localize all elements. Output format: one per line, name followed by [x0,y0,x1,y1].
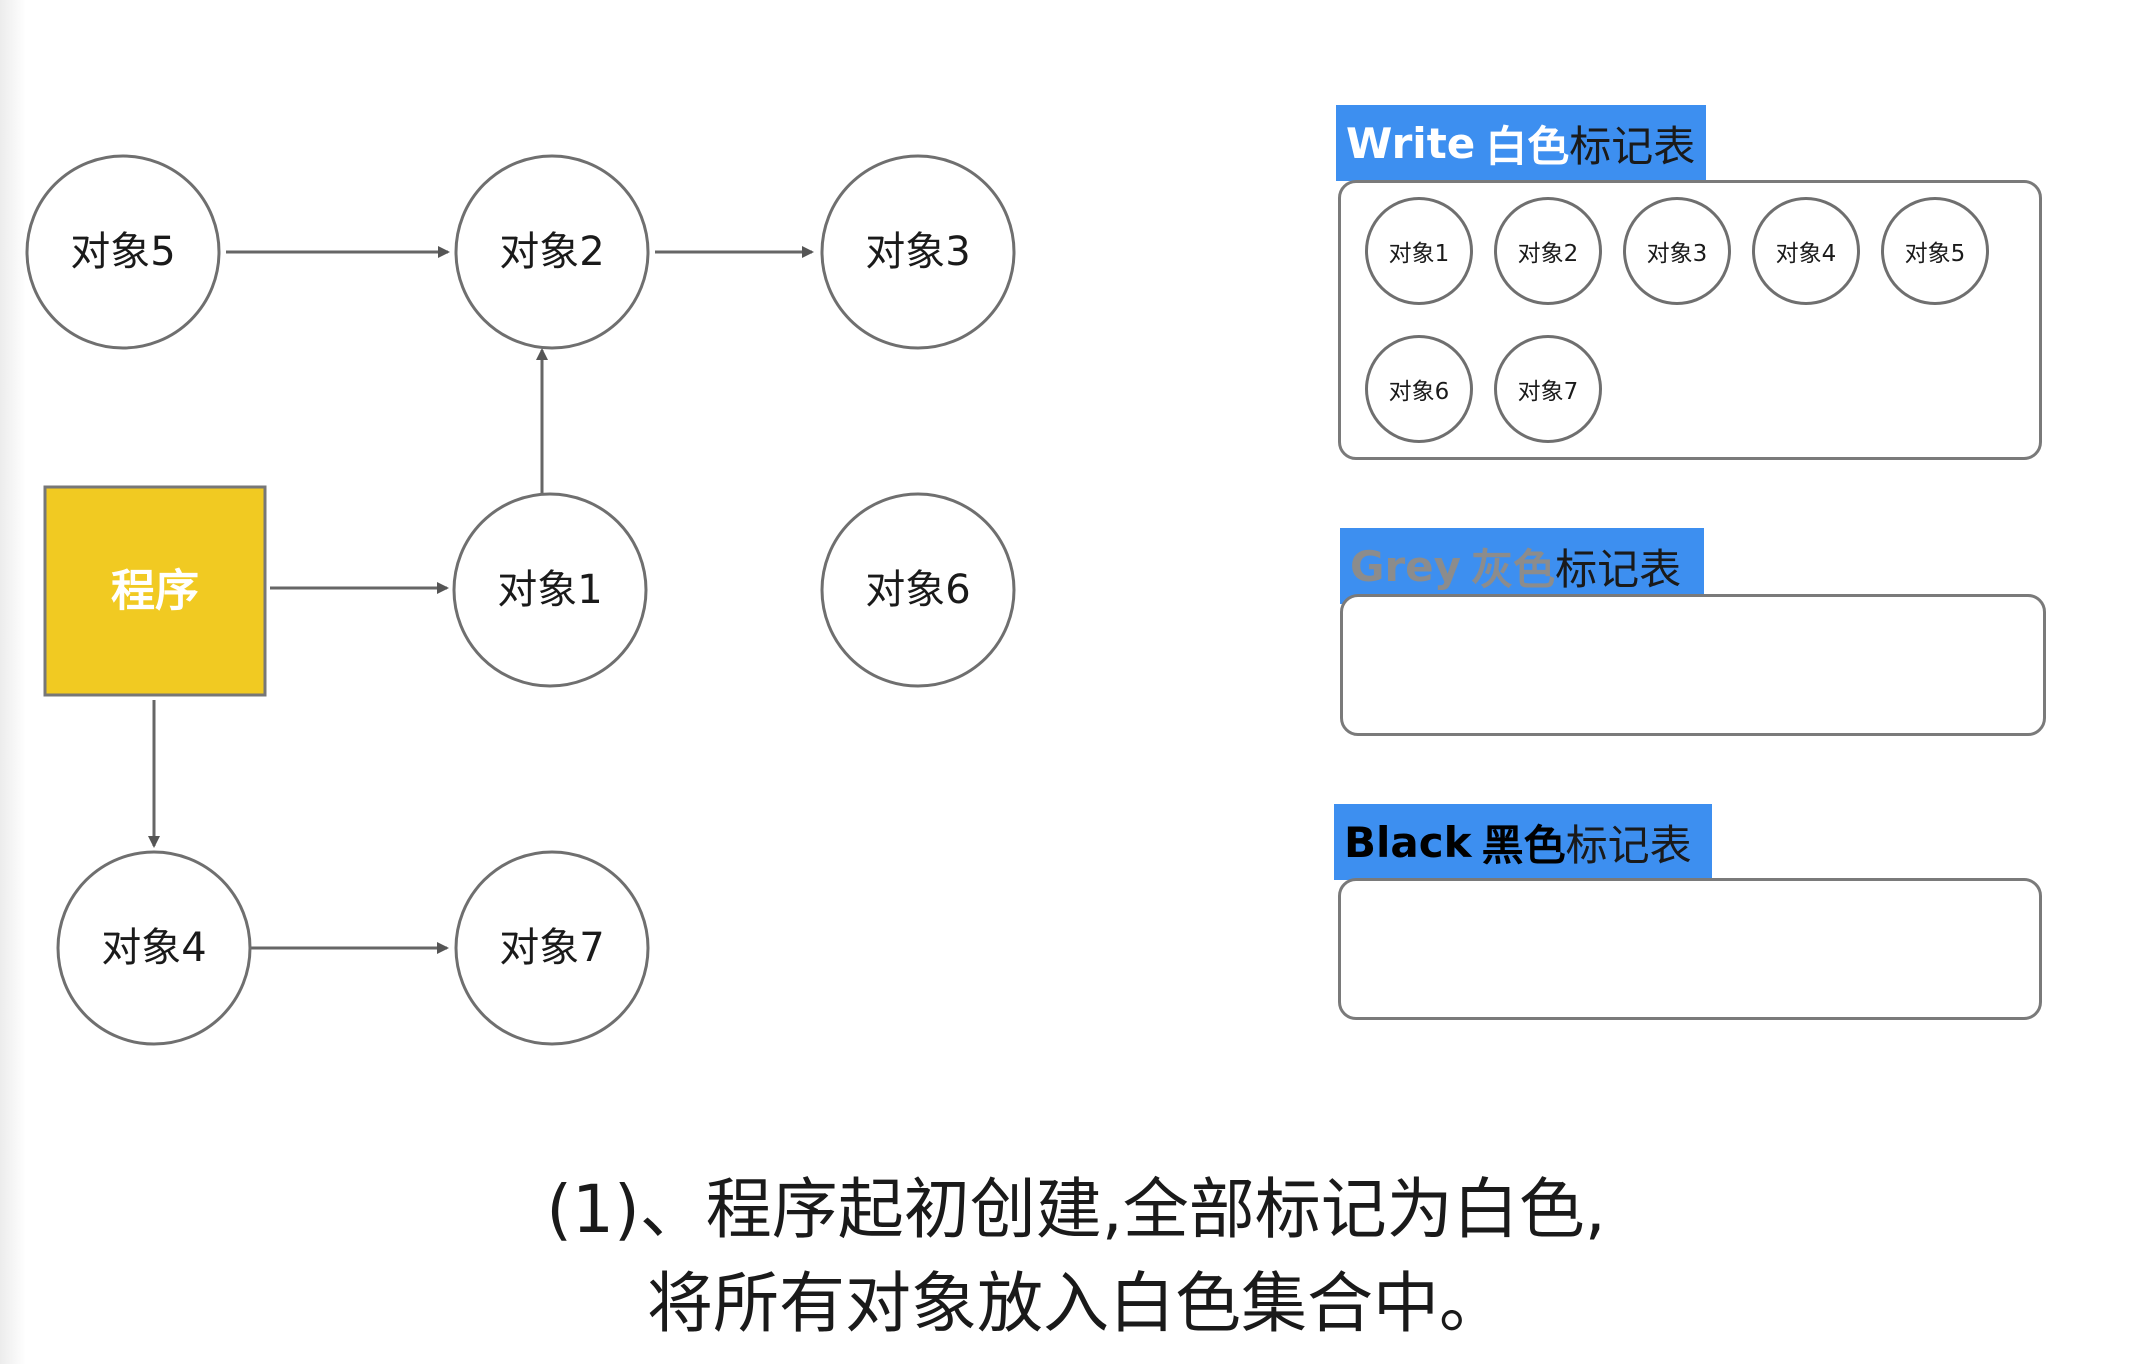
program-label: 程序 [111,566,199,617]
white-item-obj6: 对象6 [1365,335,1473,443]
white-table-label-rest: 标记表 [1569,121,1696,171]
node-obj5: 对象5 [25,154,221,350]
node-obj4-label: 对象4 [101,925,206,971]
grey-table-header: Grey 灰色 标记表 [1340,528,1704,604]
white-item-obj4: 对象4 [1752,197,1860,305]
white-mark-table: 对象1 对象2 对象3 对象4 对象5 对象6 对象7 [1338,180,2042,460]
node-obj2: 对象2 [454,154,650,350]
white-item-obj1: 对象1 [1365,197,1473,305]
white-table-header: Write 白色 标记表 [1336,105,1706,181]
grey-table-label-en: Grey [1350,541,1462,591]
white-table-label-zh: 白色 [1485,121,1570,171]
node-obj3-label: 对象3 [865,229,970,275]
black-mark-table [1338,878,2042,1020]
black-table-header: Black 黑色 标记表 [1334,804,1712,880]
node-obj6: 对象6 [820,492,1016,688]
node-obj2-label: 对象2 [499,229,604,275]
black-table-label-rest: 标记表 [1565,820,1692,870]
white-item-obj5: 对象5 [1881,197,1989,305]
node-obj7-label: 对象7 [499,925,604,971]
white-item-obj2: 对象2 [1494,197,1602,305]
program-box: 程序 [43,485,267,697]
node-obj6-label: 对象6 [865,567,970,613]
grey-table-label-zh: 灰色 [1471,544,1556,594]
node-obj7: 对象7 [454,850,650,1046]
caption-line-1: (1)、程序起初创建,全部标记为白色, [546,1171,1606,1248]
node-obj3: 对象3 [820,154,1016,350]
node-obj1: 对象1 [452,492,648,688]
left-edge-shade [0,0,26,1364]
white-item-obj3: 对象3 [1623,197,1731,305]
black-table-label-en: Black [1344,817,1472,867]
white-table-label-en: Write [1346,118,1476,168]
node-obj4: 对象4 [56,850,252,1046]
white-item-obj7: 对象7 [1494,335,1602,443]
caption-line-2: 将所有对象放入白色集合中。 [647,1265,1505,1342]
node-obj1-label: 对象1 [497,567,602,613]
grey-table-label-rest: 标记表 [1555,544,1682,594]
node-obj5-label: 对象5 [70,229,175,275]
black-table-label-zh: 黑色 [1481,820,1566,870]
grey-mark-table [1340,594,2046,736]
